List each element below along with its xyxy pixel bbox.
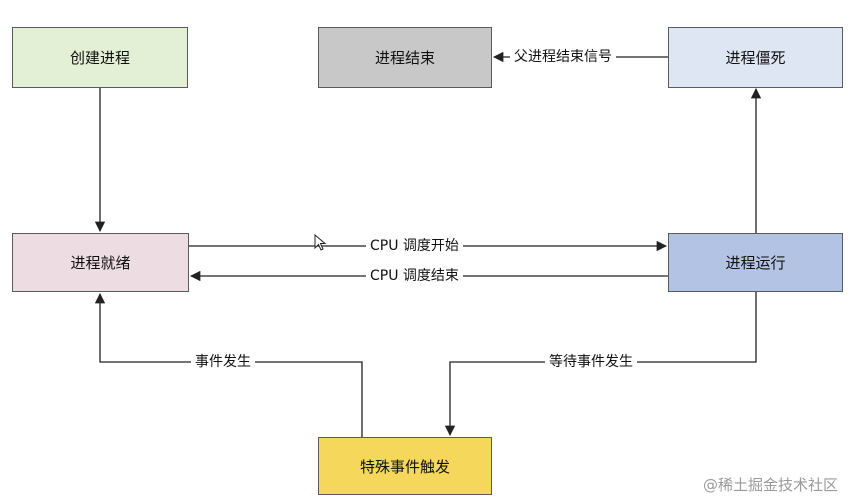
node-process-zombie-label: 进程僵死 [725, 49, 786, 67]
edge-label-cpu-end: CPU 调度结束 [366, 267, 463, 285]
node-special-event: 特殊事件触发 [318, 437, 492, 495]
edge-label-wait-event: 等待事件发生 [545, 353, 637, 371]
node-process-end: 进程结束 [318, 27, 492, 88]
edge-label-parent-end-signal: 父进程结束信号 [510, 48, 616, 66]
node-create-process-label: 创建进程 [69, 49, 130, 67]
node-process-running-label: 进程运行 [725, 254, 786, 272]
node-process-zombie: 进程僵死 [668, 27, 843, 88]
edge-label-cpu-start: CPU 调度开始 [366, 237, 463, 255]
node-process-running: 进程运行 [668, 233, 843, 292]
node-process-ready: 进程就绪 [12, 233, 189, 292]
node-special-event-label: 特殊事件触发 [359, 457, 450, 476]
watermark: @稀土掘金技术社区 [702, 476, 838, 494]
node-process-ready-label: 进程就绪 [70, 254, 131, 272]
node-create-process: 创建进程 [12, 27, 188, 88]
edge-label-event-occur: 事件发生 [191, 353, 255, 371]
mouse-pointer-icon [314, 234, 327, 251]
node-process-end-label: 进程结束 [374, 49, 435, 67]
